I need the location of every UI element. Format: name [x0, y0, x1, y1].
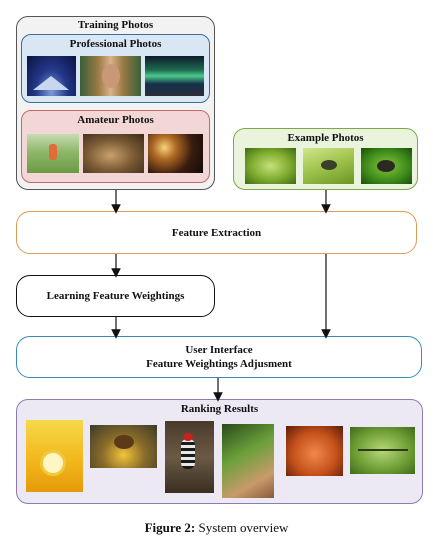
professional-photos-title: Professional Photos — [69, 38, 162, 50]
crowd-night-photo — [148, 134, 203, 173]
learning-feature-weightings-label: Learning Feature Weightings — [46, 290, 185, 302]
mountain-night-photo — [27, 56, 76, 96]
fly-on-leaf-photo — [303, 148, 354, 184]
ranking-results-title: Ranking Results — [180, 403, 259, 415]
fly-closeup-photo — [361, 148, 412, 184]
figure-caption: Figure 2: System overview — [0, 520, 433, 536]
user-interface-label: User Interface — [185, 344, 253, 356]
training-photos-title: Training Photos — [77, 19, 154, 31]
woman-scarf-portrait-photo — [80, 56, 141, 96]
figure-number: Figure 2: — [144, 520, 196, 535]
figure-caption-text: System overview — [198, 520, 289, 535]
feature-extraction-label: Feature Extraction — [171, 226, 262, 239]
spider-orange-photo — [286, 426, 343, 476]
insect-on-leaf-photo — [245, 148, 296, 184]
lemon-splash-photo — [26, 420, 83, 492]
user-interface-stage: User Interface Feature Weightings Adjusm… — [16, 336, 422, 378]
amateur-photos-title: Amateur Photos — [77, 114, 154, 126]
woodpecker-photo — [165, 421, 214, 493]
bee-on-flower-photo — [90, 425, 157, 468]
blurry-dog-photo — [83, 134, 144, 173]
aurora-landscape-photo — [145, 56, 204, 96]
grasshopper-in-hand-photo — [222, 424, 274, 498]
feature-extraction-stage: Feature Extraction — [16, 211, 417, 254]
example-photos-title: Example Photos — [287, 132, 364, 144]
learning-feature-weightings-stage: Learning Feature Weightings — [16, 275, 215, 317]
person-field-photo — [27, 134, 79, 173]
feature-weightings-adjustment-label: Feature Weightings Adjusment — [146, 358, 292, 370]
dragonfly-photo — [350, 427, 415, 474]
